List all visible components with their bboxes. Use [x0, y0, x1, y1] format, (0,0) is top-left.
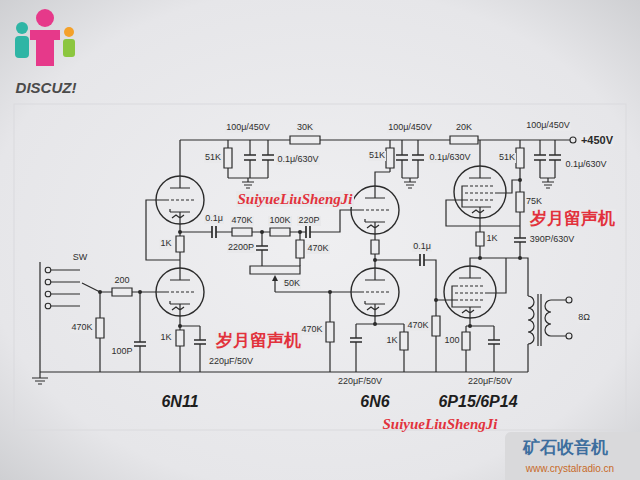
potentiometer-symbol — [250, 266, 300, 274]
junction-dot — [518, 256, 522, 260]
capacitor-value: 100P — [110, 347, 133, 357]
logo-head — [36, 9, 54, 27]
logo-figures — [15, 9, 75, 66]
input-jack — [45, 267, 51, 273]
junction-dot — [178, 230, 182, 234]
transformer-core — [538, 294, 541, 346]
resistor-value: 100K — [268, 216, 291, 226]
pentode-symbol — [454, 166, 506, 218]
signature-watermark: SuiyueLiuShengJi — [381, 416, 498, 433]
resistor-value: 470K — [70, 323, 93, 333]
junction-dot — [518, 178, 522, 182]
logo-text: DISCUZ! — [15, 80, 78, 97]
tube-type: 6N11 — [160, 393, 199, 411]
capacitor-value: 0.1μ/630V — [564, 160, 607, 170]
triode-symbol — [351, 186, 399, 234]
junction-dot — [98, 290, 102, 294]
terminal — [45, 137, 576, 339]
resistor-value: 20K — [455, 123, 473, 133]
logo-body — [63, 39, 75, 57]
capacitor-value: 100μ/450V — [525, 121, 571, 131]
speaker-impedance: 8Ω — [577, 313, 591, 323]
capacitor-value: 220μF/50V — [208, 357, 254, 367]
resistor-value: 51K — [368, 151, 386, 161]
site-watermark: www.crystalradio.cn — [525, 463, 615, 474]
junction-dot — [178, 324, 182, 328]
triode-symbol — [351, 268, 399, 316]
resistor-symbol — [96, 136, 524, 350]
logo-head — [64, 27, 74, 37]
junction-dot — [260, 230, 264, 234]
input-jack — [45, 291, 51, 297]
junction-dot — [373, 322, 377, 326]
paper-edge — [14, 104, 626, 430]
triode-symbol — [156, 176, 204, 224]
terminal — [570, 137, 576, 143]
resistor-value: 1K — [385, 336, 398, 346]
capacitor-value: 0.1μ — [204, 214, 224, 224]
site-watermark: 矿石收音机 — [522, 438, 609, 457]
ground-symbol — [32, 182, 554, 384]
capacitor-value: 0.1μ/630V — [276, 155, 319, 165]
resistor-value: 1K — [159, 333, 172, 343]
resistor-value: 470K — [230, 216, 253, 226]
resistor-value: 51K — [204, 153, 222, 163]
signature-watermark: 岁月留声机 — [529, 209, 616, 228]
logo-body — [30, 30, 60, 66]
capacitor-value: 100μ/450V — [387, 123, 433, 133]
potentiometer-value: 50K — [283, 279, 301, 289]
tube-type: 6N6 — [359, 393, 390, 411]
capacitor-value: 2200P — [227, 243, 255, 253]
capacitor-symbol — [134, 155, 561, 346]
input-jack — [45, 279, 51, 285]
supply-voltage: +450V — [580, 134, 614, 146]
wire — [40, 140, 570, 372]
terminal — [566, 297, 572, 303]
logo-body — [15, 36, 29, 58]
tube-type: 6P15/6P14 — [437, 393, 518, 411]
resistor-value: 30K — [296, 123, 314, 133]
input-jack — [45, 303, 51, 309]
capacitor-value: 220μF/50V — [467, 377, 513, 387]
capacitor-value: 390P/630V — [529, 235, 576, 245]
capacitor-value: 0.1μ/630V — [428, 153, 471, 163]
terminal — [566, 333, 572, 339]
capacitor-value: 220P — [297, 216, 320, 226]
junction-dot — [434, 298, 438, 302]
junction-dot — [373, 258, 377, 262]
capacitor-value: 100μ/450V — [225, 123, 271, 133]
resistor-value: 200 — [113, 276, 130, 286]
triode-symbol — [156, 268, 204, 316]
potentiometer-wiper — [272, 275, 278, 281]
resistor-value: 470K — [300, 325, 323, 335]
junction-dot — [298, 230, 302, 234]
resistor-value: 51K — [498, 153, 516, 163]
capacitor-value: 0.1μ — [412, 242, 432, 252]
resistor-value: 470K — [306, 244, 329, 254]
capacitor-value: 220μF/50V — [337, 377, 383, 387]
watermark-band — [505, 432, 640, 480]
junction-dot — [478, 256, 482, 260]
transformer-coil — [528, 296, 551, 344]
resistor-value: 470K — [406, 321, 429, 331]
resistor-value: 1K — [159, 239, 172, 249]
signature-watermark: 岁月留声机 — [215, 331, 302, 350]
switch-label: SW — [72, 253, 89, 263]
resistor-value: 1K — [485, 234, 498, 244]
junction-dot — [98, 178, 522, 328]
logo-head — [16, 22, 28, 34]
resistor-value: 100 — [443, 336, 460, 346]
pentode-symbol — [444, 266, 496, 318]
signature-watermark: SuiyueLiuShengJi — [236, 191, 353, 208]
junction-dot — [138, 290, 142, 294]
junction-dot — [328, 290, 332, 294]
junction-dot — [468, 324, 472, 328]
resistor-value: 75K — [525, 197, 543, 207]
